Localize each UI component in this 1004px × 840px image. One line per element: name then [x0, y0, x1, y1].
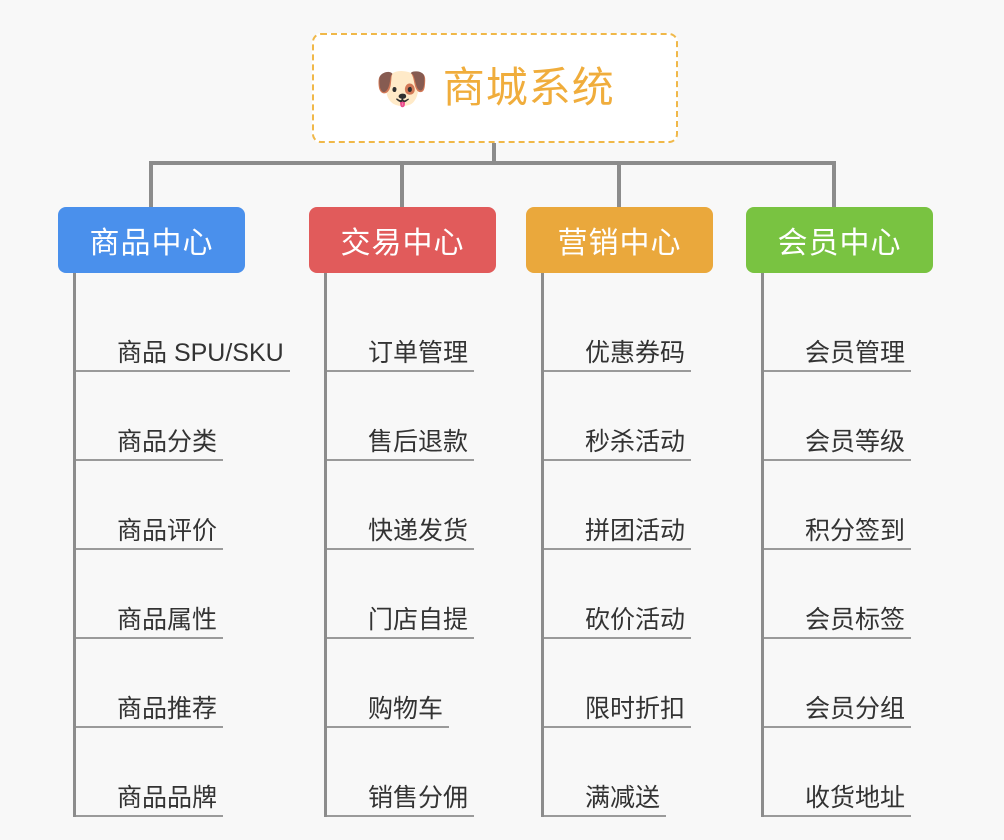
leaf-label: 商品品牌 — [117, 783, 218, 812]
leaf-underline — [327, 459, 474, 461]
list-item[interactable]: 会员分组 — [764, 639, 996, 728]
leaf-underline — [76, 726, 223, 728]
branch-body-4: 会员管理 会员等级 积分签到 会员标签 会员分组 收货地址 — [761, 273, 996, 817]
list-item[interactable]: 商品品牌 — [76, 728, 308, 817]
leaf-label: 限时折扣 — [585, 694, 686, 723]
leaf-label: 会员分组 — [805, 694, 906, 723]
leaf-label: 会员标签 — [805, 605, 906, 634]
leaf-label: 优惠券码 — [585, 338, 686, 367]
leaf-underline — [764, 459, 911, 461]
leaf-underline — [544, 637, 691, 639]
branch-header-label: 交易中心 — [340, 227, 465, 260]
branch-body-2: 订单管理 售后退款 快递发货 门店自提 购物车 销售分佣 — [324, 273, 559, 817]
leaf-label: 收货地址 — [805, 783, 906, 812]
branch-header-1[interactable]: 商品中心 — [58, 207, 245, 273]
list-item[interactable]: 商品分类 — [76, 372, 308, 461]
leaf-underline — [76, 459, 223, 461]
branch-header-label: 营销中心 — [557, 227, 682, 260]
connector-drop-1 — [149, 161, 153, 208]
leaf-label: 商品推荐 — [117, 694, 218, 723]
list-item[interactable]: 优惠券码 — [544, 283, 776, 372]
connector-root-stem — [492, 143, 496, 164]
leaf-underline — [76, 370, 290, 372]
leaf-underline — [764, 815, 911, 817]
leaf-label: 拼团活动 — [585, 516, 686, 545]
leaf-underline — [76, 815, 223, 817]
list-item[interactable]: 会员标签 — [764, 550, 996, 639]
leaf-underline — [327, 815, 474, 817]
list-item[interactable]: 商品 SPU/SKU — [76, 283, 308, 372]
list-item[interactable]: 收货地址 — [764, 728, 996, 817]
branch-column-4: 会员中心 会员管理 会员等级 积分签到 会员标签 会员分组 收货地址 — [746, 207, 996, 817]
leaf-label: 订单管理 — [368, 338, 469, 367]
leaf-label: 商品属性 — [117, 605, 218, 634]
leaf-label: 商品 SPU/SKU — [117, 338, 284, 367]
leaf-underline — [327, 637, 474, 639]
leaf-label: 积分签到 — [805, 516, 906, 545]
leaf-underline — [544, 370, 691, 372]
branch-column-2: 交易中心 订单管理 售后退款 快递发货 门店自提 购物车 销售分佣 — [309, 207, 559, 817]
leaf-underline — [544, 459, 691, 461]
leaf-label: 购物车 — [368, 694, 444, 723]
leaf-underline — [764, 548, 911, 550]
list-item[interactable]: 商品评价 — [76, 461, 308, 550]
leaf-underline — [544, 815, 666, 817]
leaf-underline — [327, 548, 474, 550]
list-item[interactable]: 购物车 — [327, 639, 559, 728]
leaf-label: 商品分类 — [117, 427, 218, 456]
leaf-label: 砍价活动 — [585, 605, 686, 634]
branch-column-1: 商品中心 商品 SPU/SKU 商品分类 商品评价 商品属性 商品推荐 商品品牌 — [58, 207, 308, 817]
leaf-label: 会员管理 — [805, 338, 906, 367]
list-item[interactable]: 积分签到 — [764, 461, 996, 550]
branch-header-label: 会员中心 — [777, 227, 902, 260]
leaf-label: 销售分佣 — [368, 783, 469, 812]
leaf-label: 门店自提 — [368, 605, 469, 634]
list-item[interactable]: 会员等级 — [764, 372, 996, 461]
list-item[interactable]: 会员管理 — [764, 283, 996, 372]
branch-body-3: 优惠券码 秒杀活动 拼团活动 砍价活动 限时折扣 满减送 — [541, 273, 776, 817]
branch-header-2[interactable]: 交易中心 — [309, 207, 496, 273]
branch-header-4[interactable]: 会员中心 — [746, 207, 933, 273]
list-item[interactable]: 满减送 — [544, 728, 776, 817]
branch-column-3: 营销中心 优惠券码 秒杀活动 拼团活动 砍价活动 限时折扣 满减送 — [526, 207, 776, 817]
leaf-label: 售后退款 — [368, 427, 469, 456]
leaf-underline — [764, 637, 911, 639]
list-item[interactable]: 快递发货 — [327, 461, 559, 550]
list-item[interactable]: 售后退款 — [327, 372, 559, 461]
leaf-underline — [327, 370, 474, 372]
leaf-label: 商品评价 — [117, 516, 218, 545]
leaf-underline — [76, 548, 223, 550]
list-item[interactable]: 商品推荐 — [76, 639, 308, 728]
root-node[interactable]: 🐶 商城系统 — [312, 33, 678, 143]
branch-body-1: 商品 SPU/SKU 商品分类 商品评价 商品属性 商品推荐 商品品牌 — [73, 273, 308, 817]
connector-drop-3 — [617, 161, 621, 208]
list-item[interactable]: 销售分佣 — [327, 728, 559, 817]
list-item[interactable]: 秒杀活动 — [544, 372, 776, 461]
root-title: 商城系统 — [442, 64, 615, 111]
list-item[interactable]: 拼团活动 — [544, 461, 776, 550]
branch-header-label: 商品中心 — [89, 227, 214, 260]
leaf-underline — [327, 726, 449, 728]
leaf-underline — [764, 726, 911, 728]
branch-header-3[interactable]: 营销中心 — [526, 207, 713, 273]
connector-drop-4 — [832, 161, 836, 208]
list-item[interactable]: 砍价活动 — [544, 550, 776, 639]
list-item[interactable]: 商品属性 — [76, 550, 308, 639]
leaf-label: 满减送 — [585, 783, 661, 812]
leaf-underline — [764, 370, 911, 372]
leaf-label: 快递发货 — [368, 516, 469, 545]
connector-drop-2 — [400, 161, 404, 208]
list-item[interactable]: 限时折扣 — [544, 639, 776, 728]
leaf-underline — [544, 726, 691, 728]
list-item[interactable]: 订单管理 — [327, 283, 559, 372]
leaf-label: 秒杀活动 — [585, 427, 686, 456]
leaf-underline — [76, 637, 223, 639]
leaf-underline — [544, 548, 691, 550]
leaf-label: 会员等级 — [805, 427, 906, 456]
list-item[interactable]: 门店自提 — [327, 550, 559, 639]
dog-face-icon: 🐶 — [375, 63, 429, 114]
connector-horizontal-bus — [149, 161, 836, 165]
